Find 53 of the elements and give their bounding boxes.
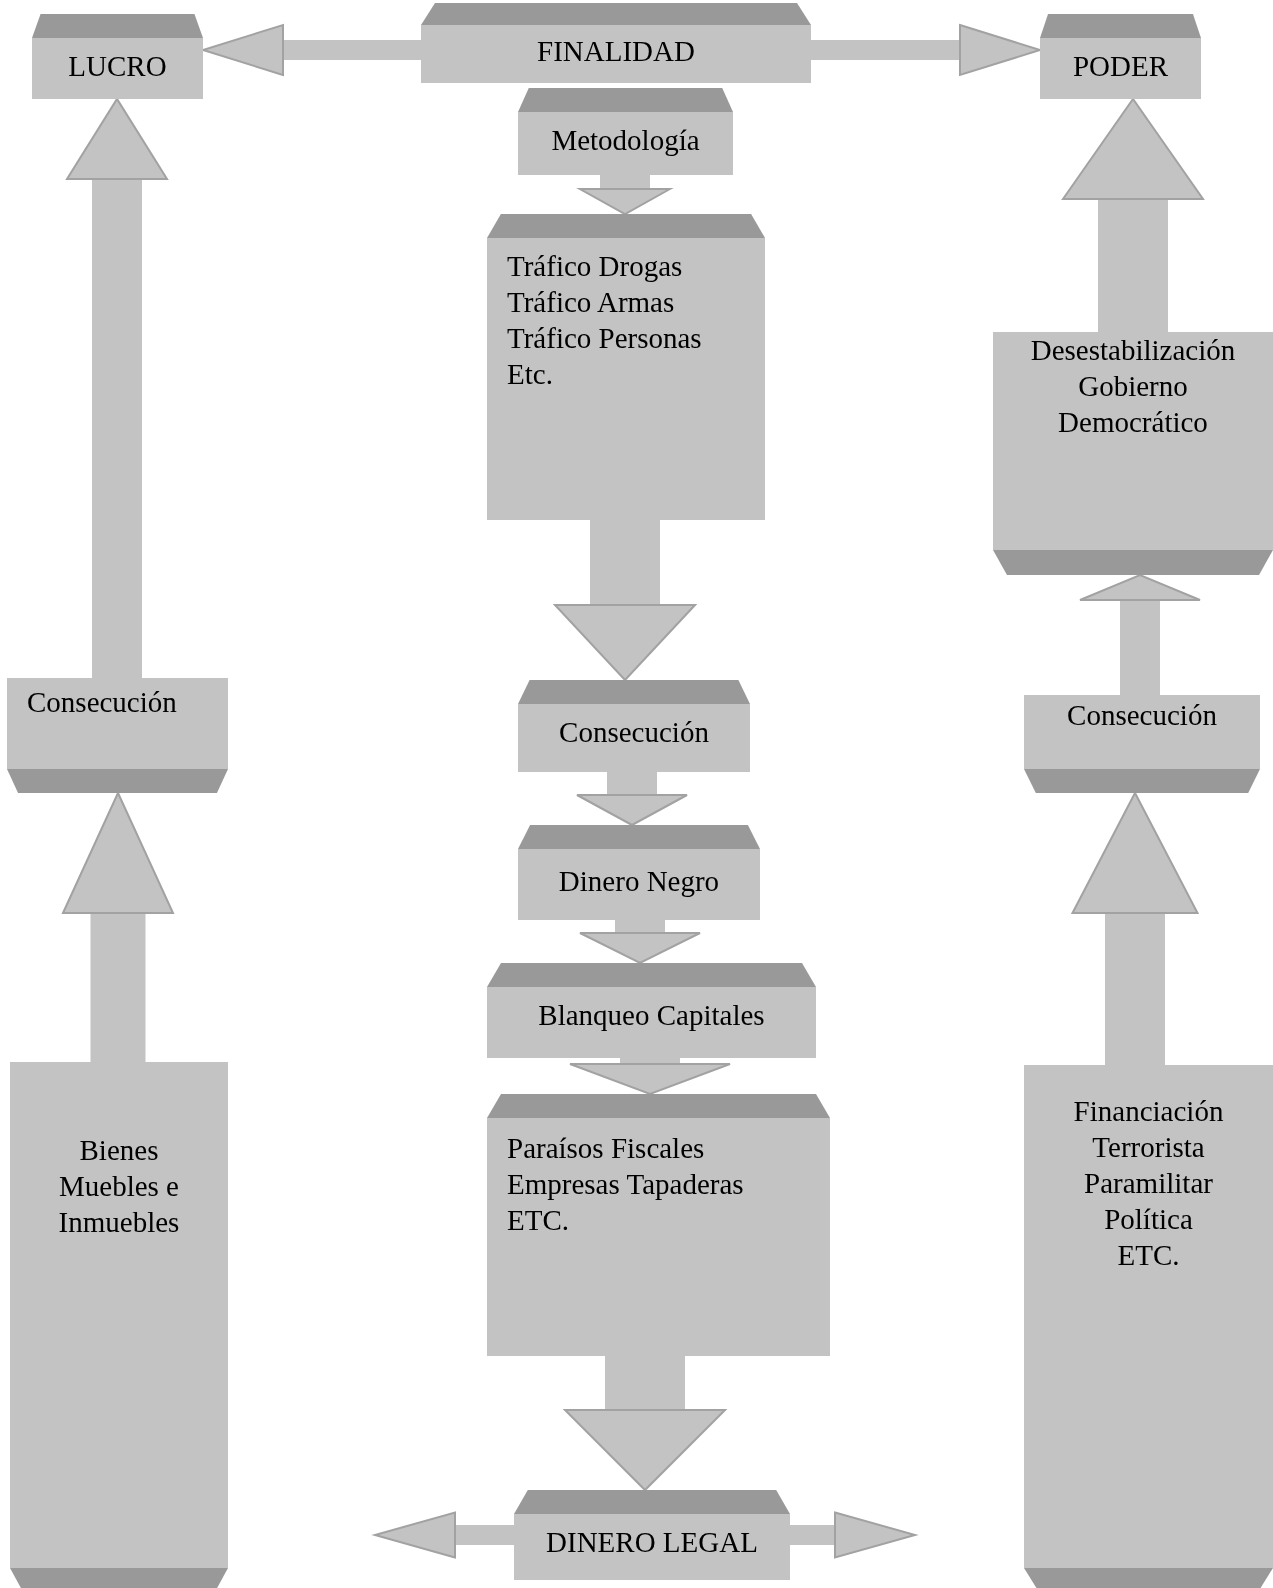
- block-arrow: [579, 920, 701, 964]
- bevel-box: [1024, 695, 1260, 793]
- box-label: Financiación Terrorista: [1072, 1094, 1225, 1165]
- block-arrow: [66, 98, 168, 678]
- box-label: Desestabilización Gobierno Democrático: [1029, 333, 1237, 440]
- block-arrow: [62, 792, 174, 1062]
- bevel-box: [993, 332, 1273, 575]
- bevel-box: [518, 88, 733, 175]
- box-label: Metodología: [551, 123, 700, 158]
- block-arrow: [1079, 574, 1201, 695]
- box-label: ETC.: [1117, 1238, 1180, 1273]
- box-label: Blanqueo Capitales: [538, 998, 765, 1033]
- bevel-box: [1024, 1065, 1273, 1588]
- box-label: Empresas Tapaderas: [507, 1167, 744, 1202]
- block-arrow: [576, 772, 688, 826]
- block-arrow: [1062, 98, 1204, 332]
- block-arrow: [374, 1511, 514, 1559]
- box-label: DINERO LEGAL: [546, 1525, 758, 1560]
- bevel-box: [487, 963, 816, 1058]
- bevel-box: [1040, 14, 1201, 99]
- box-label: Paramilitar: [1084, 1166, 1213, 1201]
- box-label: Tráfico Personas: [507, 321, 702, 356]
- block-arrow: [790, 1511, 916, 1559]
- box-label: Tráfico Armas: [507, 285, 675, 320]
- box-label: Consecución: [1067, 698, 1217, 733]
- box-label: Consecución: [27, 685, 177, 720]
- block-arrow: [579, 175, 671, 215]
- block-arrow: [554, 520, 696, 681]
- box-label: Etc.: [507, 357, 553, 392]
- block-arrow: [811, 24, 1041, 76]
- bevel-box: [7, 678, 228, 793]
- block-arrow: [569, 1058, 731, 1095]
- bevel-box: [518, 680, 750, 772]
- box-label: Dinero Negro: [558, 864, 720, 899]
- bevel-box: [421, 3, 811, 83]
- bevel-box: [514, 1490, 790, 1580]
- bevel-box: [32, 14, 203, 99]
- block-arrow: [564, 1356, 726, 1491]
- box-label: Bienes Muebles e Inmuebles: [57, 1133, 181, 1240]
- block-arrow: [1071, 792, 1199, 1065]
- box-label: Paraísos Fiscales: [507, 1131, 705, 1166]
- box-label: FINALIDAD: [537, 34, 695, 69]
- bevel-box: [10, 1062, 228, 1588]
- box-label: Tráfico Drogas: [507, 249, 683, 284]
- bevel-box: [487, 1094, 830, 1356]
- block-arrow: [202, 24, 421, 76]
- bevel-box: [487, 214, 765, 520]
- box-label: LUCRO: [68, 49, 167, 84]
- box-label: Consecución: [559, 715, 709, 750]
- bevel-box: [518, 825, 760, 920]
- box-label: ETC.: [507, 1203, 570, 1238]
- box-label: Política: [1104, 1202, 1193, 1237]
- box-label: PODER: [1072, 49, 1169, 84]
